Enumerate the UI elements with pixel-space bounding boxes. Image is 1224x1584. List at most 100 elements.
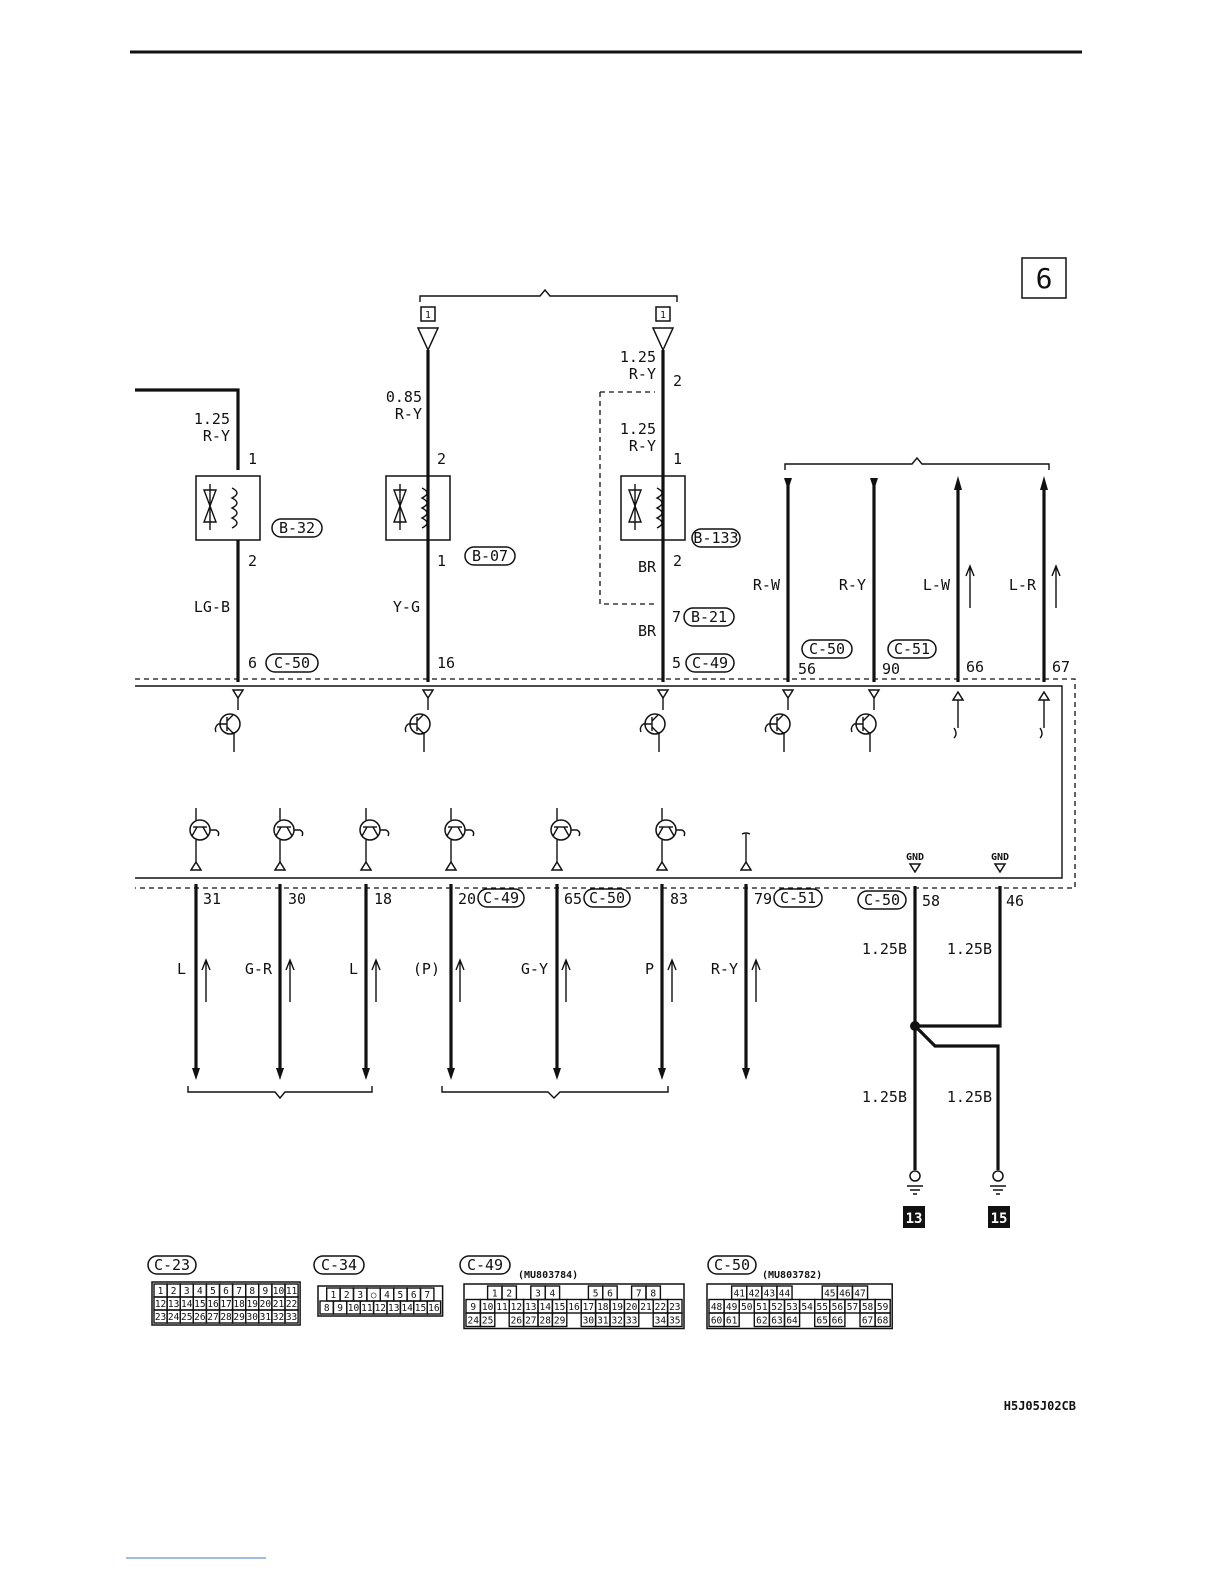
svg-text:L: L — [177, 960, 186, 978]
connector-pin-label: 57 — [847, 1302, 858, 1313]
connector-pin-label: 65 — [817, 1316, 828, 1327]
connector-pin-label: 13 — [525, 1302, 536, 1313]
svg-text:31: 31 — [203, 890, 221, 908]
connector-pin-label: 11 — [496, 1302, 508, 1313]
connector-pin-label: 33 — [626, 1316, 637, 1327]
wire-b32: 1.25 R-Y 1 2 LG-B B-32 6 C-50 — [194, 410, 323, 682]
svg-text:R-Y: R-Y — [203, 427, 230, 445]
page-number: 6 — [1036, 262, 1053, 295]
connector-pin-label: 30 — [583, 1316, 595, 1327]
connector-pin-label: 1 — [331, 1290, 337, 1301]
connector-pin-label: 15 — [554, 1302, 565, 1313]
ecu-dashed-outline — [135, 678, 1076, 889]
svg-text:1.25B: 1.25B — [947, 940, 992, 958]
svg-text:B-07: B-07 — [472, 547, 508, 565]
connector-pin-label: 6 — [411, 1290, 417, 1301]
bracket-left — [187, 1086, 373, 1100]
connector-outline — [151, 1281, 301, 1326]
connector-pin-label: 21 — [640, 1302, 652, 1313]
connector-pin-label: 49 — [726, 1302, 738, 1313]
svg-text:R-Y: R-Y — [629, 437, 656, 455]
connector-pin-label: 67 — [862, 1316, 873, 1327]
svg-text:L-W: L-W — [923, 576, 951, 594]
connector-pin-label: 2 — [506, 1289, 512, 1300]
connector-pin-label: 63 — [771, 1316, 782, 1327]
connector-pin-label: 14 — [539, 1302, 551, 1313]
connector-pin-label: 24 — [168, 1312, 180, 1323]
svg-text:B-21: B-21 — [691, 608, 727, 626]
svg-text:R-W: R-W — [753, 576, 781, 594]
connector-pin-label: 32 — [611, 1316, 622, 1327]
connector-pin-label: 27 — [207, 1312, 218, 1323]
connector-pin-label: 59 — [877, 1302, 889, 1313]
connector-pin-cell — [551, 1312, 568, 1328]
svg-text:1.25: 1.25 — [194, 410, 230, 428]
connector-pin-label: 8 — [650, 1289, 656, 1300]
svg-text:(P): (P) — [413, 960, 440, 978]
ecu-driver-row — [214, 689, 1051, 752]
svg-text:G-R: G-R — [245, 960, 273, 978]
connector-pin-cell — [783, 1312, 801, 1328]
svg-text:15: 15 — [991, 1211, 1008, 1227]
svg-text:GND: GND — [906, 852, 924, 863]
svg-text:1.25: 1.25 — [620, 348, 656, 366]
connector-pin-label: 18 — [233, 1299, 245, 1310]
svg-text:Y-G: Y-G — [393, 598, 420, 616]
wire-b07: 0.85 R-Y 2 1 Y-G B-07 16 — [385, 350, 516, 682]
connector-pin-label: 11 — [361, 1303, 373, 1314]
connector-pin-label: 13 — [388, 1303, 399, 1314]
connector-pin-label: 25 — [482, 1316, 493, 1327]
svg-text:1: 1 — [437, 552, 446, 570]
connector-pin-label: 16 — [207, 1299, 219, 1310]
connector-pin-label: 25 — [181, 1312, 192, 1323]
svg-text:1.25B: 1.25B — [862, 1088, 907, 1106]
connector-pin-label: 27 — [525, 1316, 536, 1327]
svg-text:2: 2 — [248, 552, 257, 570]
connector-pin-label: 20 — [626, 1302, 638, 1313]
connector-pin-label: 29 — [233, 1312, 245, 1323]
ecu-outline — [135, 685, 1063, 879]
svg-text:C-51: C-51 — [780, 889, 816, 907]
svg-text:83: 83 — [670, 890, 688, 908]
svg-text:18: 18 — [374, 890, 392, 908]
connector-pin-label: 9 — [262, 1286, 268, 1297]
connector-pin-label: 68 — [877, 1316, 889, 1327]
connector-pin-label: 1 — [492, 1289, 498, 1300]
wire-b133: 1.25 R-Y 2 1.25 R-Y 1 2 BR B-133 7 B-21 … — [620, 348, 741, 682]
connector-pin-label: 15 — [415, 1303, 426, 1314]
connector-pin-label: ○ — [371, 1290, 377, 1301]
gnd-marks: GND GND — [906, 852, 1009, 874]
connector-pin-label: 19 — [247, 1299, 259, 1310]
connector-pin-label: 62 — [756, 1316, 767, 1327]
svg-text:90: 90 — [882, 660, 900, 678]
svg-text:LG-B: LG-B — [194, 598, 230, 616]
connector-pin-label: 7 — [236, 1286, 242, 1297]
svg-text:R-Y: R-Y — [711, 960, 738, 978]
svg-text:P: P — [645, 960, 654, 978]
svg-text:L: L — [349, 960, 358, 978]
svg-text:67: 67 — [1052, 658, 1070, 676]
ecu-input-row — [189, 808, 753, 871]
svg-text:1: 1 — [673, 450, 682, 468]
connector-pin-cell — [284, 1309, 299, 1324]
svg-text:C-23: C-23 — [154, 1256, 190, 1274]
connector-pin-label: 21 — [273, 1299, 285, 1310]
connector-pin-label: 47 — [854, 1289, 865, 1300]
connector-pin-label: 42 — [749, 1289, 760, 1300]
connection-mark-left: 1 — [416, 306, 440, 352]
connector-pin-label: 28 — [539, 1316, 551, 1327]
connector-pin-label: 5 — [593, 1289, 599, 1300]
connector-pin-label: 18 — [597, 1302, 609, 1313]
svg-text:B-32: B-32 — [279, 519, 315, 537]
feed-wire — [135, 388, 240, 470]
connector-pin-label: 14 — [181, 1299, 193, 1310]
connector-pin-label: 55 — [817, 1302, 828, 1313]
connector-pin-label: 2 — [344, 1290, 350, 1301]
connector-pin-cell — [829, 1312, 846, 1328]
connector-pin-label: 32 — [273, 1312, 284, 1323]
bottom-wires: 31 L 30 G-R 18 L 20 C-49 (P) 65 C-50 G-Y… — [177, 884, 823, 1080]
connector-pin-label: 54 — [801, 1302, 813, 1313]
